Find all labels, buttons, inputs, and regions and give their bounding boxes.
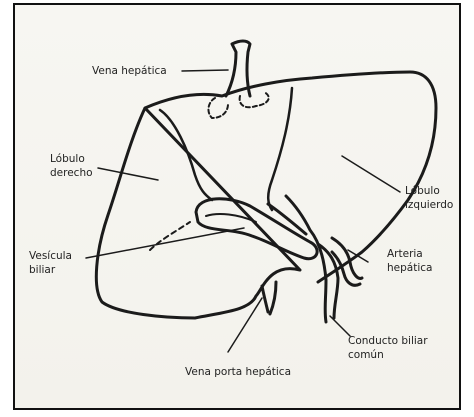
falciform-line: [268, 88, 292, 210]
leader-conducto: [330, 316, 350, 336]
label-conducto-2: común: [348, 349, 384, 361]
label-arteria-1: Arteria: [387, 248, 423, 260]
liver-outline: [96, 72, 436, 318]
label-vesicula-1: Vesícula: [29, 250, 72, 262]
label-conducto-1: Conducto biliar: [348, 335, 428, 347]
label-lobulo-izquierdo-2: izquierdo: [405, 199, 453, 211]
lobe-division: [160, 110, 212, 200]
label-lobulo-izquierdo-1: Lóbulo: [405, 185, 440, 197]
label-arteria-2: hepática: [387, 262, 432, 274]
dashed-contour: [150, 222, 190, 250]
leader-lobulo-izquierdo: [342, 156, 400, 192]
leader-vesicula: [86, 228, 244, 258]
leader-lobulo-derecho: [98, 168, 158, 180]
label-vesicula-2: biliar: [29, 264, 56, 276]
label-vena-hepatica: Vena hepática: [92, 65, 167, 77]
label-lobulo-derecho-1: Lóbulo: [50, 153, 85, 165]
label-vena-porta: Vena porta hepática: [185, 366, 291, 378]
label-lobulo-derecho-2: derecho: [50, 167, 93, 179]
leader-vena-hepatica: [182, 70, 228, 71]
portal-vein: [262, 282, 276, 314]
